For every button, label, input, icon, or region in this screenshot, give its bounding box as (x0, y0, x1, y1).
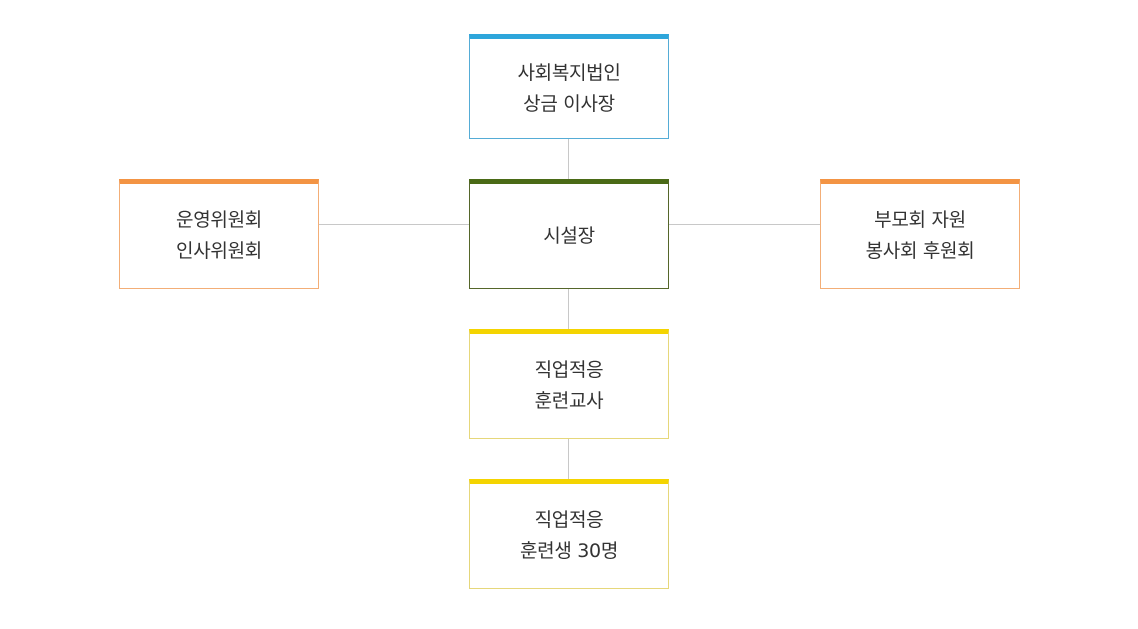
node-trainees-line-2: 훈련생 30명 (519, 540, 619, 562)
node-trainees: 직업적응 훈련생 30명 (469, 479, 669, 589)
node-committee: 운영위원회 인사위원회 (119, 179, 319, 289)
node-chairman-line-1: 사회복지법인 (517, 61, 621, 84)
node-teacher-line-2: 훈련교사 (534, 390, 604, 412)
connector-chairman-director (568, 139, 569, 179)
node-parents-line-2: 봉사회 후원회 (865, 240, 975, 262)
connector-committee-director (319, 224, 469, 225)
node-teacher: 직업적응 훈련교사 (469, 329, 669, 439)
node-parents: 부모회 자원 봉사회 후원회 (820, 179, 1020, 289)
node-chairman: 사회복지법인 상금 이사장 (469, 34, 669, 139)
node-committee-line-2: 인사위원회 (176, 240, 262, 262)
node-teacher-line-1: 직업적응 (534, 359, 604, 381)
connector-director-parents (669, 224, 820, 225)
node-trainees-line-1: 직업적응 (534, 509, 604, 531)
node-director-line-1: 시설장 (543, 224, 595, 247)
node-committee-line-1: 운영위원회 (176, 209, 262, 231)
connector-teacher-trainees (568, 439, 569, 479)
node-director: 시설장 (469, 179, 669, 289)
node-parents-line-1: 부모회 자원 (874, 209, 966, 231)
node-chairman-line-2: 상금 이사장 (523, 92, 615, 115)
connector-director-teacher (568, 289, 569, 329)
